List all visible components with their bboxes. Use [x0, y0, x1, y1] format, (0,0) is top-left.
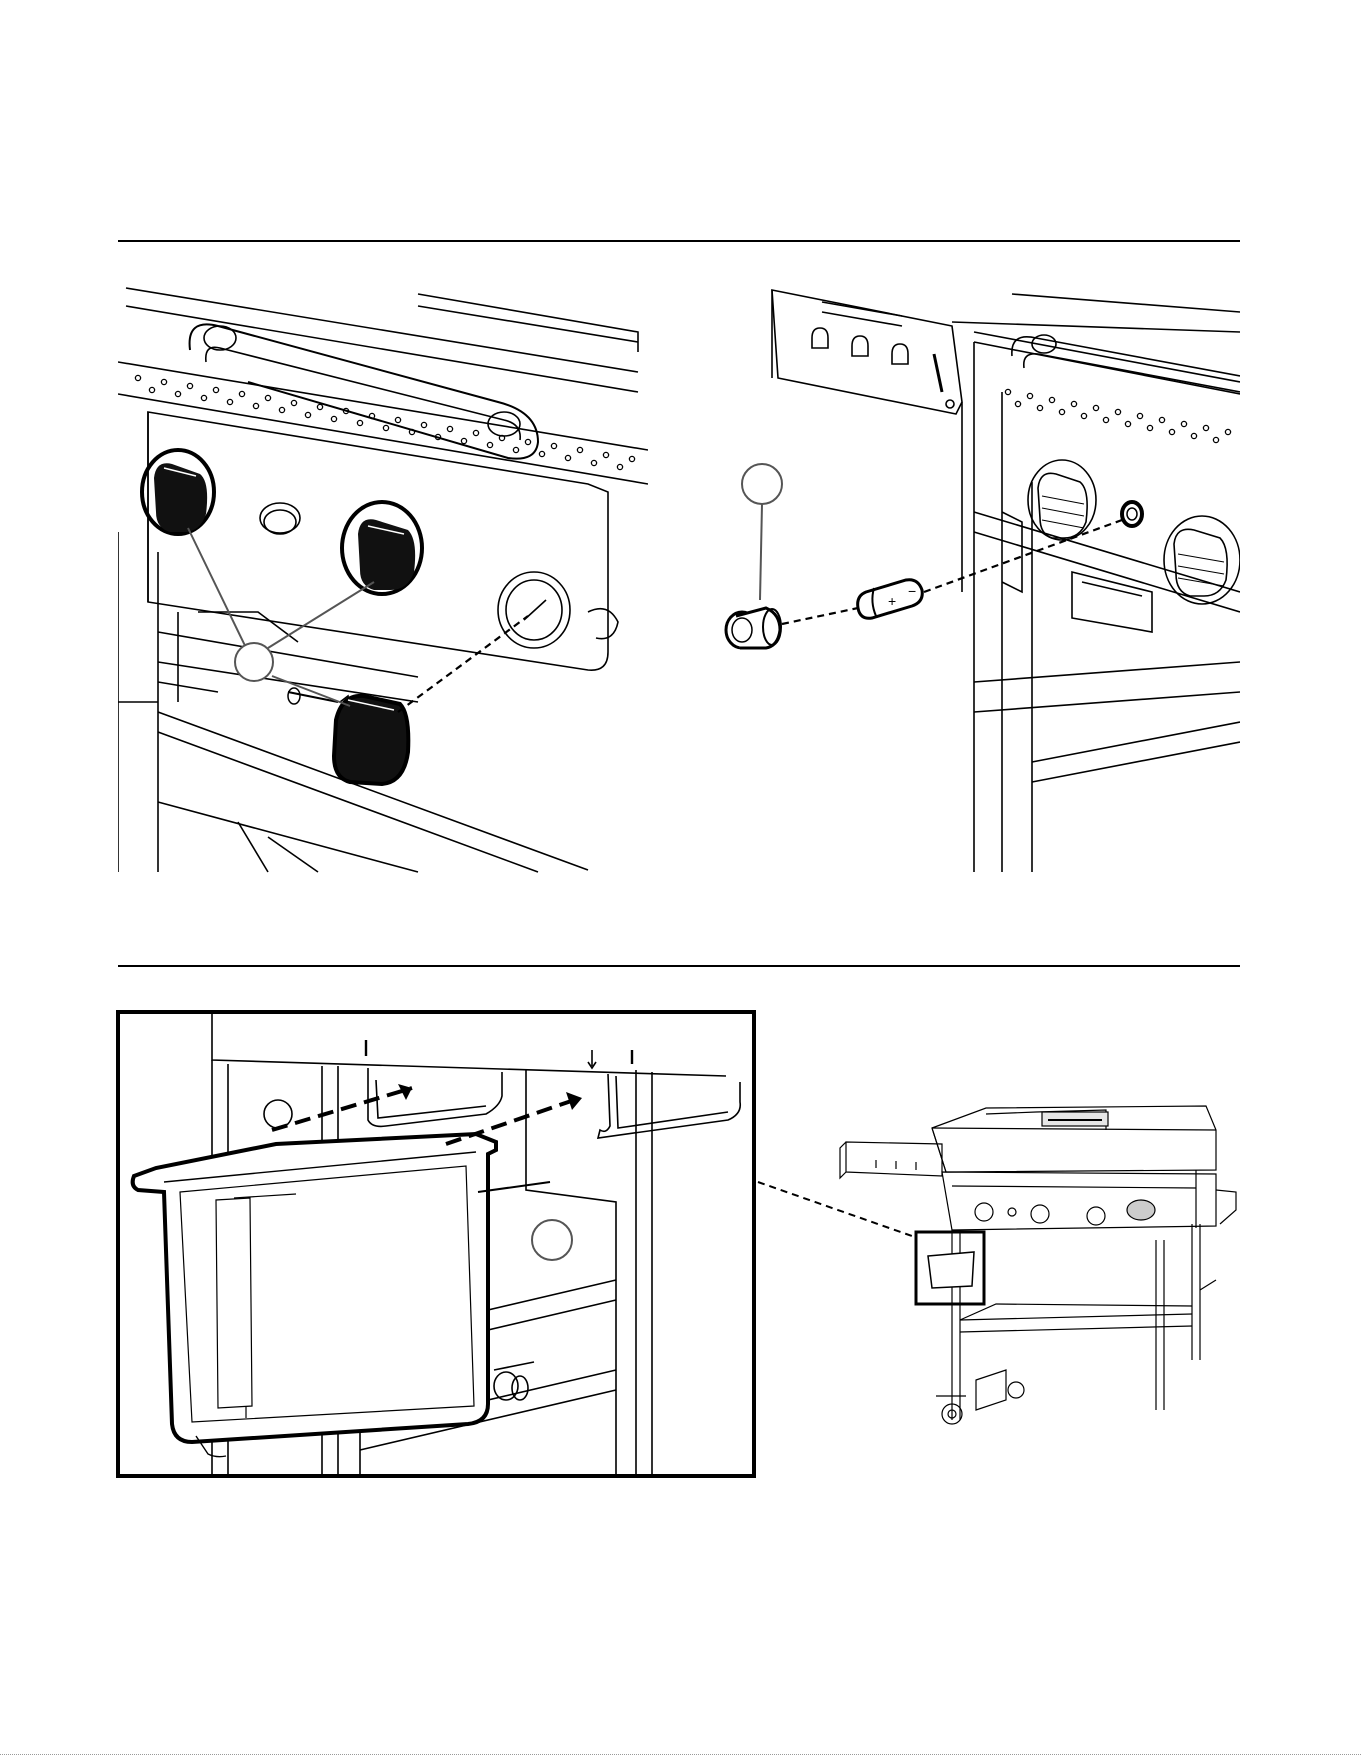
callout-knob — [188, 528, 374, 706]
knob-illustration — [118, 282, 648, 877]
grease-cup-illustration — [116, 1010, 756, 1478]
figure-griddle-overview — [836, 1100, 1246, 1430]
grease-cup-thumbnail — [928, 1252, 974, 1288]
battery-illustration: + − — [712, 282, 1240, 877]
knob-installed-2 — [1164, 516, 1240, 604]
knob-left — [142, 450, 214, 534]
griddle-overview-illustration — [836, 1100, 1246, 1430]
knob-middle — [342, 502, 422, 594]
igniter-cap — [726, 608, 781, 648]
callout-igniter — [742, 464, 782, 600]
install-direction-line — [398, 616, 528, 712]
figure-control-knobs — [118, 282, 648, 877]
knob-right-installing — [288, 688, 408, 784]
aa-battery: + − — [858, 580, 923, 619]
figure-igniter-battery: + − — [712, 282, 1240, 877]
grease-cup — [133, 1134, 496, 1457]
igniter-housing — [1122, 502, 1142, 526]
battery-minus: − — [908, 583, 916, 599]
battery-install-line — [782, 520, 1122, 624]
section-rule-middle — [118, 965, 1240, 967]
figure-grease-cup — [116, 1010, 756, 1478]
battery-plus: + — [888, 593, 896, 609]
knob-installed — [1028, 460, 1096, 540]
section-rule-top — [118, 240, 1240, 242]
page-footer-edge — [0, 1754, 1361, 1761]
